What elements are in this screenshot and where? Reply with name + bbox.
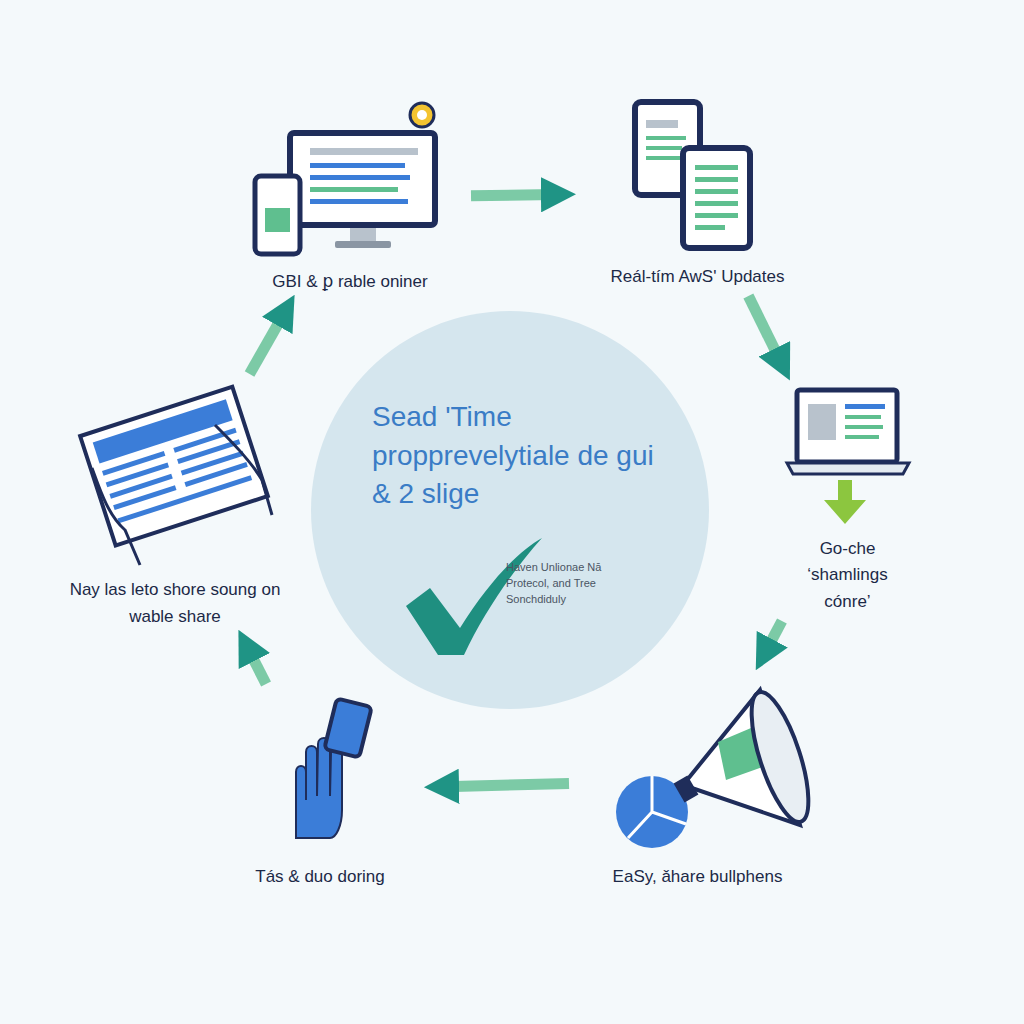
hub-note: Haven Unlionae Nā Protecol, and Tree Son…	[506, 560, 616, 608]
cycle-arrow	[748, 296, 780, 361]
cycle-arrow	[445, 783, 569, 786]
cycle-step: Nay las leto shore soung on wable share	[45, 380, 305, 630]
cycle-arrow	[471, 195, 555, 196]
step-label: EaSy, ǎhare bullphens	[613, 864, 783, 890]
cycle-step: Go-che ‘shamlings cónre’	[765, 380, 930, 615]
step-label: GBI & ꝑ rable oniner	[272, 269, 427, 295]
cycle-step: GBI & ꝑ rable oniner	[235, 100, 465, 295]
monitor-phone-icon	[255, 103, 435, 254]
step-label: Reál-tím AwS' Updates	[611, 264, 785, 290]
hand-phone-icon	[296, 698, 372, 838]
step-label: Go-che ‘shamlings cónre’	[792, 536, 904, 615]
newspaper-icon	[80, 387, 272, 565]
step-label: Tás & duo doring	[255, 864, 384, 890]
cycle-step: Tás & duo doring	[215, 690, 425, 890]
step-label: Nay las leto shore soung on wable share	[59, 577, 291, 630]
cycle-step: EaSy, ǎhare bullphens	[575, 670, 820, 890]
hub-circle-shape	[310, 310, 710, 710]
cycle-arrow	[250, 313, 285, 374]
pie-megaphone-icon	[616, 686, 820, 848]
cycle-arrow	[766, 621, 782, 652]
cycle-step: Reál-tím AwS' Updates	[575, 95, 820, 290]
hub-heading: Sead 'Time propprevelytiale de gui & 2 s…	[372, 398, 672, 514]
cycle-arrow	[248, 648, 266, 684]
hub-circle: Sead 'Time propprevelytiale de gui & 2 s…	[310, 310, 710, 710]
tablets-icon	[635, 102, 750, 248]
laptop-icon	[787, 390, 909, 524]
